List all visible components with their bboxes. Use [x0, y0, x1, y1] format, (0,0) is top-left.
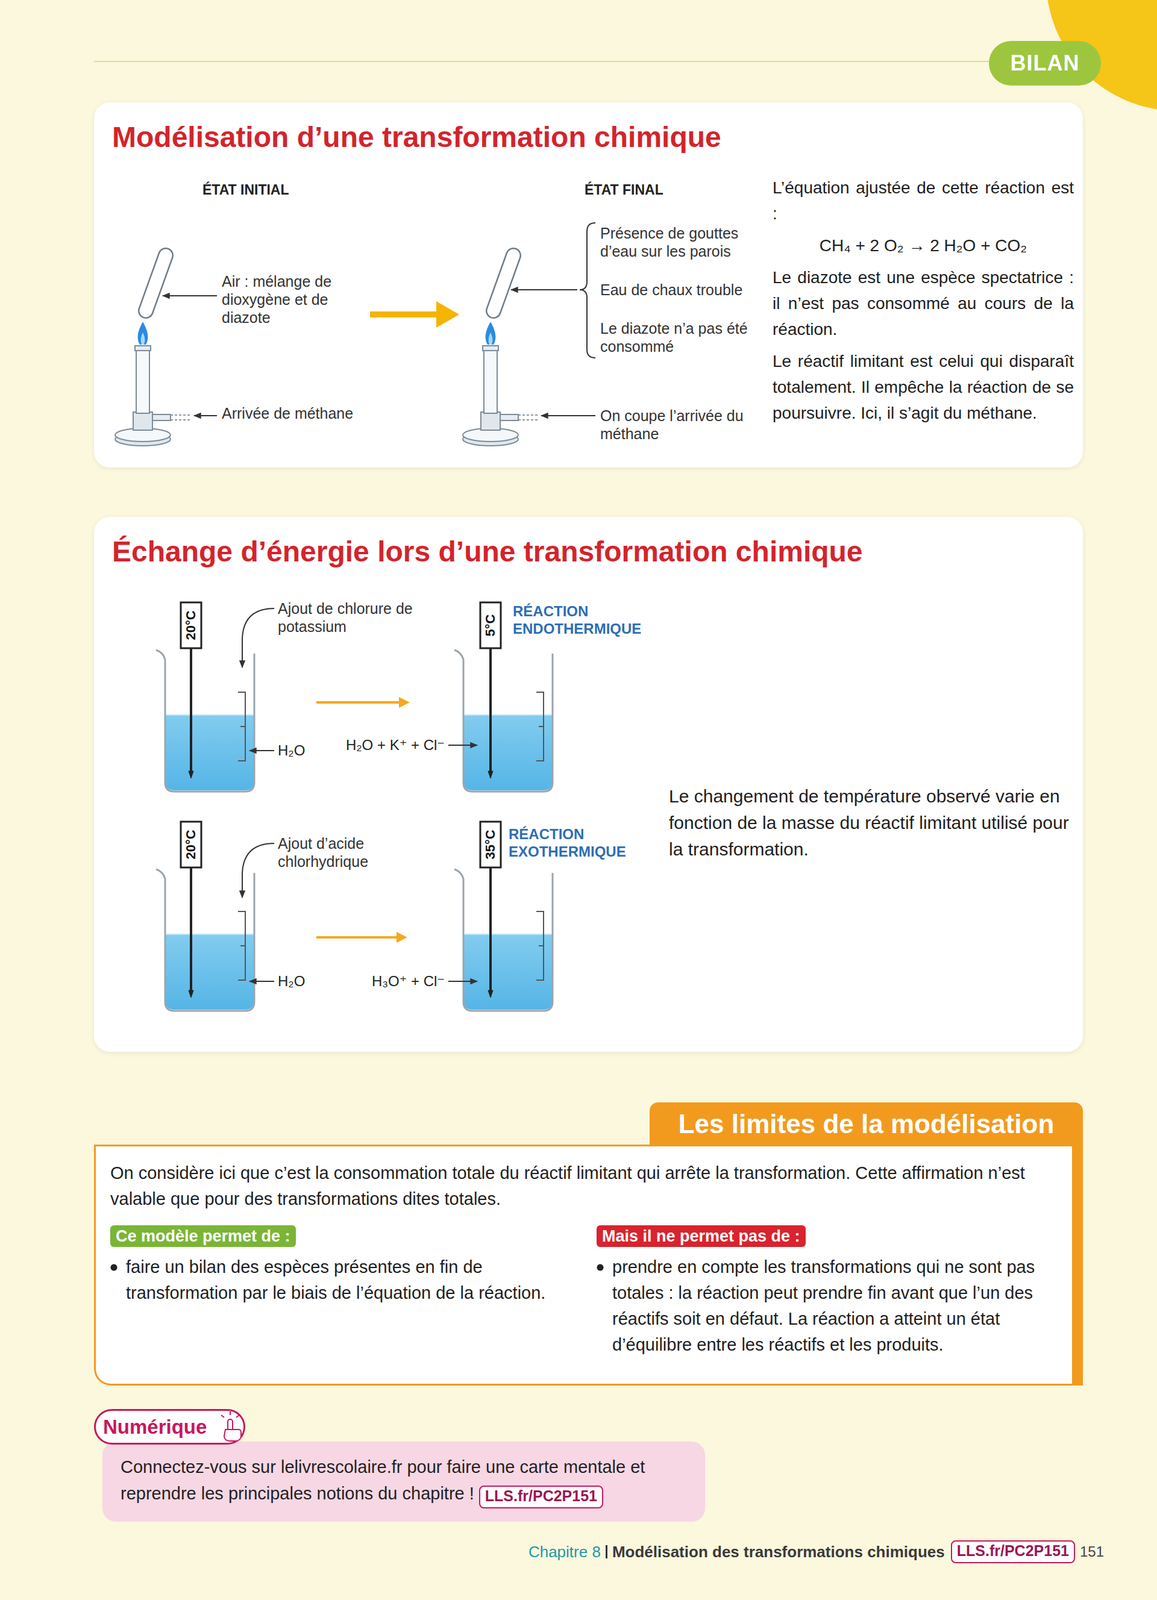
- text-column: L’équation ajustée de cette réaction est…: [772, 174, 1074, 433]
- section-heading: Échange d’énergie lors d’une transformat…: [112, 535, 863, 569]
- badge-heading: Numérique: [94, 1409, 246, 1446]
- annotation: Arrivée de méthane: [221, 404, 391, 423]
- paragraph: On considère ici que c’est la consommati…: [110, 1160, 1059, 1213]
- thermometer-reading: 5°C: [482, 614, 499, 637]
- allows-column: Ce modèle permet de : faire un bilan des …: [110, 1225, 557, 1307]
- section-heading: Modélisation d’une transformation chimiq…: [112, 120, 722, 154]
- thermometer-reading: 20°C: [183, 610, 199, 640]
- reaction-type: RÉACTION EXOTHERMIQUE: [508, 825, 654, 861]
- annotation: Ajout de chlorure de potassium: [277, 599, 417, 636]
- link-text: LLS.fr/PC2P151: [956, 1542, 1070, 1560]
- digital-box: NumériqueConnectez-vous sur lelivrescola…: [102, 1442, 706, 1523]
- annotation: Le diazote n’a pas été consommé: [600, 319, 769, 356]
- summary-panel: Échange d’énergie lors d’une transformat…: [94, 517, 1083, 1053]
- explanation-text: Le diazote est une espèce spectatrice : …: [772, 264, 1074, 343]
- separator-bar: [605, 1545, 608, 1559]
- reaction-type: RÉACTION ENDOTHERMIQUE: [512, 602, 658, 638]
- tag-label: Ce modèle permet de :: [110, 1225, 296, 1248]
- thermometer-reading: 35°C: [482, 829, 499, 860]
- footer-bar: LLS.fr/PC2P151 Chapitre 8 Modélisation des…: [0, 1539, 1104, 1566]
- explanation-text: Le réactif limitant est celui qui dispar…: [772, 348, 1074, 427]
- species-label: H₂O: [277, 972, 305, 991]
- header-rule: [94, 60, 989, 63]
- section-heading: Les limites de la modélisation: [649, 1102, 1083, 1147]
- thermometer-reading: 20°C: [183, 829, 199, 860]
- species-label: H₂O + K⁺ + Cl⁻: [345, 736, 445, 755]
- state-heading: ÉTAT INITIAL: [202, 181, 290, 199]
- bullet-text: prendre en compte les transformations qu…: [596, 1254, 1049, 1359]
- limits-column: Mais il ne permet pas de : prendre en com…: [596, 1225, 1049, 1359]
- annotation: Ajout d’acide chlorhydrique: [277, 834, 417, 871]
- tag-label: Mais il ne permet pas de :: [596, 1225, 806, 1248]
- species-label: H₂O: [277, 741, 305, 760]
- annotation: Présence de gouttes d’eau sur les parois: [600, 224, 769, 261]
- footer-chapter: Chapitre 8: [528, 1543, 601, 1562]
- annotation: Air : mélange de dioxygène et de diazote: [221, 272, 367, 327]
- tab-label: BILAN: [1010, 50, 1080, 76]
- page-number: 151: [1079, 1543, 1104, 1561]
- annotation: Eau de chaux trouble: [600, 280, 769, 299]
- equation-text: CH₄ + 2 O₂ → 2 H₂O + CO₂: [772, 232, 1074, 259]
- section-tab: BILAN: [988, 40, 1101, 86]
- footer-title: Modélisation des transformations chimiqu…: [612, 1543, 945, 1562]
- link-badge: LLS.fr/PC2P151: [479, 1486, 604, 1509]
- annotation: On coupe l’arrivée du méthane: [600, 406, 769, 443]
- link-text: LLS.fr/PC2P151: [485, 1487, 598, 1505]
- bullet-text: faire un bilan des espèces présentes en …: [110, 1254, 557, 1307]
- species-label: H₃O⁺ + Cl⁻: [371, 972, 445, 991]
- link-badge: LLS.fr/PC2P151: [950, 1540, 1076, 1564]
- limits-box: Les limites de la modélisation On considè…: [94, 1102, 1083, 1386]
- explanation-text: Le changement de température observé var…: [668, 783, 1073, 863]
- explanation-text: L’équation ajustée de cette réaction est…: [772, 174, 1074, 227]
- state-heading: ÉTAT FINAL: [584, 181, 664, 199]
